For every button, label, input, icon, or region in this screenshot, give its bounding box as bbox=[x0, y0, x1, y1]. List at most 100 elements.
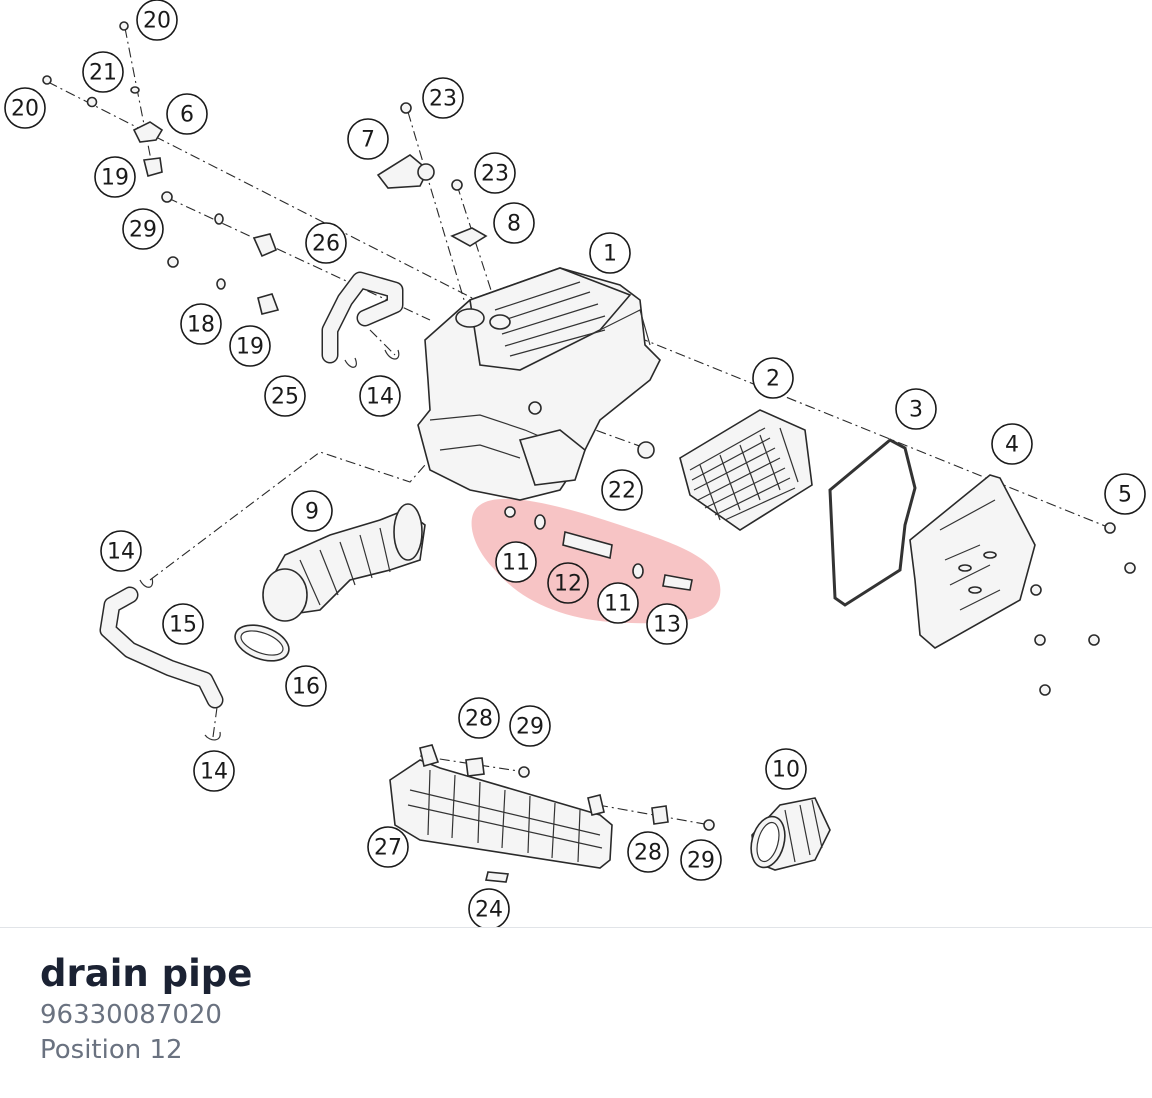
callout-15: 15 bbox=[162, 603, 204, 645]
callout-8: 8 bbox=[493, 202, 535, 244]
intake-snorkel-part-27 bbox=[389, 744, 613, 869]
callout-20: 20 bbox=[4, 87, 46, 129]
callout-label: 3 bbox=[909, 398, 923, 423]
callout-24: 24 bbox=[468, 888, 510, 928]
callout-circle bbox=[122, 208, 164, 250]
callout-label: 22 bbox=[608, 479, 636, 504]
callout-circle bbox=[991, 423, 1033, 465]
callout-28: 28 bbox=[458, 697, 500, 739]
intake-boot-part-9 bbox=[262, 503, 426, 622]
callout-12: 12 bbox=[547, 562, 589, 604]
callout-10: 10 bbox=[765, 748, 807, 790]
divider bbox=[0, 927, 1152, 928]
callout-circle bbox=[495, 541, 537, 583]
highlight-region bbox=[471, 498, 721, 624]
callout-label: 10 bbox=[772, 758, 800, 783]
callout-11: 11 bbox=[597, 582, 639, 624]
callout-label: 24 bbox=[475, 898, 503, 923]
callout-22: 22 bbox=[601, 469, 643, 511]
callout-3: 3 bbox=[895, 388, 937, 430]
callout-29: 29 bbox=[509, 705, 551, 747]
diagram-canvas: 2021206192972323826118192514234522914111… bbox=[4, 0, 1146, 928]
callout-label: 5 bbox=[1118, 483, 1132, 508]
callout-29: 29 bbox=[122, 208, 164, 250]
callout-label: 4 bbox=[1005, 433, 1019, 458]
drain-pipe-assembly bbox=[504, 506, 693, 591]
callout-label: 29 bbox=[129, 218, 157, 243]
callout-circle bbox=[291, 490, 333, 532]
gasket-part-3 bbox=[828, 438, 917, 607]
callout-6: 6 bbox=[166, 93, 208, 135]
callout-circle bbox=[285, 665, 327, 707]
callout-circle bbox=[422, 77, 464, 119]
callout-circle bbox=[162, 603, 204, 645]
callout-9: 9 bbox=[291, 490, 333, 532]
callout-23: 23 bbox=[474, 152, 516, 194]
callout-27: 27 bbox=[367, 826, 409, 868]
callout-label: 14 bbox=[366, 385, 394, 410]
callout-circle bbox=[680, 839, 722, 881]
callout-label: 14 bbox=[107, 540, 135, 565]
air-filter-part-2 bbox=[679, 409, 813, 531]
bracket-part-7 bbox=[376, 102, 488, 247]
airbox-housing-part-1 bbox=[417, 267, 661, 501]
callout-14: 14 bbox=[359, 375, 401, 417]
callout-circle bbox=[367, 826, 409, 868]
callout-18: 18 bbox=[180, 303, 222, 345]
callout-circle bbox=[601, 469, 643, 511]
callout-circle bbox=[493, 202, 535, 244]
callout-circle bbox=[458, 697, 500, 739]
callout-2: 2 bbox=[752, 357, 794, 399]
callout-circle bbox=[100, 530, 142, 572]
fasteners-top-left bbox=[42, 21, 280, 315]
callout-20: 20 bbox=[136, 0, 178, 41]
hose-part-15 bbox=[99, 577, 224, 741]
callout-28: 28 bbox=[627, 831, 669, 873]
callout-label: 20 bbox=[11, 97, 39, 122]
callout-circle bbox=[468, 888, 510, 928]
callout-label: 16 bbox=[292, 675, 320, 700]
callout-label: 20 bbox=[143, 9, 171, 34]
callout-23: 23 bbox=[422, 77, 464, 119]
callout-circle bbox=[474, 152, 516, 194]
callout-circle bbox=[180, 303, 222, 345]
callout-label: 26 bbox=[312, 232, 340, 257]
callout-label: 9 bbox=[305, 500, 319, 525]
screws-part-5 bbox=[1030, 522, 1136, 696]
callout-19: 19 bbox=[229, 325, 271, 367]
callout-circle bbox=[627, 831, 669, 873]
callout-label: 28 bbox=[465, 707, 493, 732]
part-name: drain pipe bbox=[40, 952, 253, 995]
part-number: 96330087020 bbox=[40, 1000, 222, 1030]
callout-label: 28 bbox=[634, 841, 662, 866]
callout-circle bbox=[229, 325, 271, 367]
clamp-part-16 bbox=[234, 624, 290, 662]
callout-5: 5 bbox=[1104, 473, 1146, 515]
callout-circle bbox=[136, 0, 178, 41]
callout-label: 1 bbox=[603, 242, 617, 267]
callout-circle bbox=[4, 87, 46, 129]
callout-circle bbox=[1104, 473, 1146, 515]
callout-label: 13 bbox=[653, 613, 681, 638]
callout-circle bbox=[597, 582, 639, 624]
callout-14: 14 bbox=[193, 750, 235, 792]
callout-25: 25 bbox=[264, 375, 306, 417]
callout-21: 21 bbox=[82, 51, 124, 93]
callout-circle bbox=[193, 750, 235, 792]
callout-circle bbox=[264, 375, 306, 417]
callout-circle bbox=[347, 118, 389, 160]
callout-label: 29 bbox=[687, 849, 715, 874]
callout-label: 19 bbox=[236, 335, 264, 360]
callout-29: 29 bbox=[680, 839, 722, 881]
callout-19: 19 bbox=[94, 156, 136, 198]
callout-label: 12 bbox=[554, 572, 582, 597]
callout-circle bbox=[895, 388, 937, 430]
callout-label: 19 bbox=[101, 166, 129, 191]
clips-and-screws-lower bbox=[465, 757, 715, 883]
hose-part-26 bbox=[321, 271, 404, 368]
callout-label: 15 bbox=[169, 613, 197, 638]
callout-label: 25 bbox=[271, 385, 299, 410]
callout-4: 4 bbox=[991, 423, 1033, 465]
callout-13: 13 bbox=[646, 603, 688, 645]
